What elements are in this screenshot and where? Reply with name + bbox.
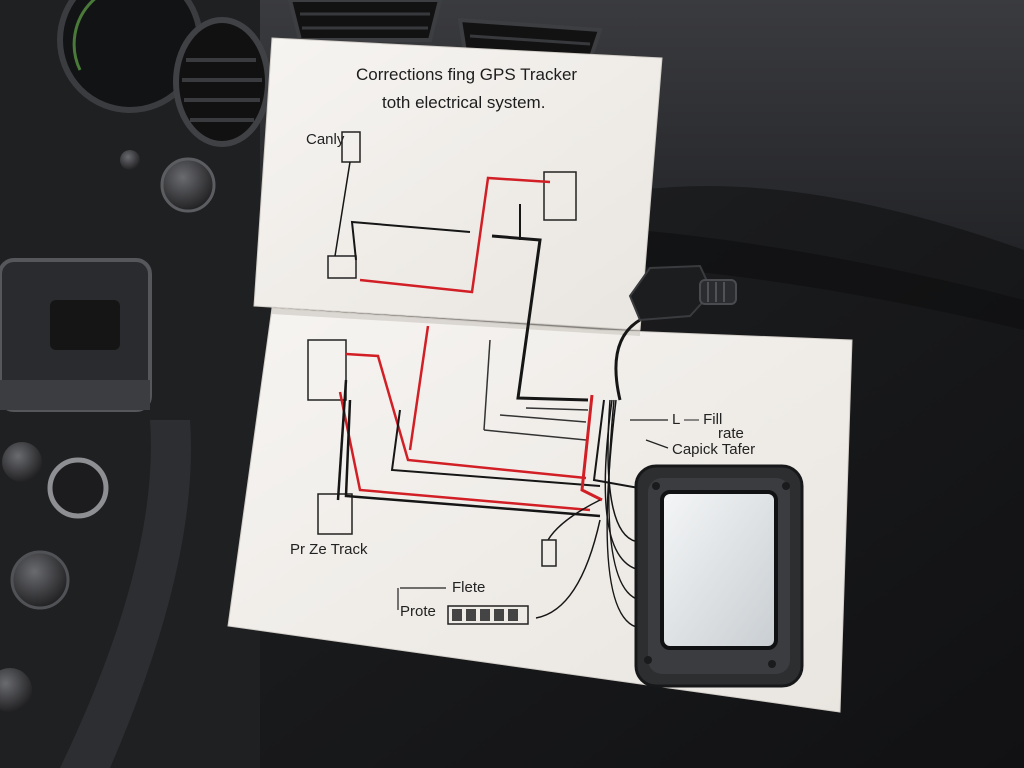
label-rate: rate (718, 425, 744, 442)
wire-bundle-black-1 (592, 399, 651, 491)
label-fill: L — Fill (672, 411, 722, 428)
inline-fuse (541, 539, 557, 567)
wire-to-connector (614, 318, 641, 401)
wire-to-prote (535, 519, 601, 619)
wire-black-lower-3 (390, 409, 601, 487)
air-vent-left (173, 17, 271, 147)
knob-lower-left (2, 442, 42, 482)
wire-bundle-red (580, 394, 603, 502)
module-bottom-left (317, 493, 353, 535)
obd-connector-plug (628, 264, 737, 322)
wire-bundle-black-3 (604, 399, 641, 571)
console-trim (0, 380, 150, 410)
label-flete: Flete (452, 579, 485, 596)
arrow-capick (645, 439, 669, 449)
wire-black-1 (334, 161, 351, 257)
fuse-block-top (341, 131, 361, 163)
label-capick-tafer: Capick Tafer (672, 441, 755, 458)
paper-fold-shadow (272, 308, 640, 336)
wire-red-lower-3 (338, 391, 591, 512)
tracker-screen (660, 490, 778, 650)
dash-bezel-edge (60, 420, 191, 768)
label-canly: Canly (306, 131, 345, 148)
gauge-arc (72, 0, 96, 71)
diagram-title-line-1: Corrections fing GPS Tracker (356, 65, 577, 84)
connector-upper (327, 255, 357, 279)
air-vent-top (287, 0, 443, 42)
knob-bottom (10, 550, 70, 610)
diagram-title-line-2: toth electrical system. (382, 93, 545, 112)
wire-gray-1 (483, 339, 491, 431)
wire-black-lower-1 (336, 379, 348, 501)
knob-small (120, 150, 140, 170)
relay-box-right (543, 171, 577, 221)
wire-red-lower-2 (408, 325, 430, 451)
wire-black-lower-2 (344, 399, 601, 518)
knob-bottom-2 (0, 668, 32, 712)
wire-to-small-part (547, 499, 601, 541)
terminal-strip (447, 605, 529, 625)
knob-lower-ring (47, 457, 109, 519)
wire-red-lower-1 (345, 352, 587, 480)
wire-black-3 (491, 234, 589, 402)
wire-gray-2 (483, 429, 587, 441)
wire-gray-3 (499, 414, 587, 423)
wire-bundle-black-4 (608, 399, 641, 601)
gps-tracker-device (634, 464, 804, 688)
label-prote: Prote (400, 603, 436, 620)
wire-red-upper (359, 176, 551, 294)
module-left (307, 339, 347, 401)
wire-gray-4 (525, 407, 589, 411)
label-pr-ze-track: Pr Ze Track (290, 541, 368, 558)
wire-black-2 (350, 220, 471, 261)
knob-upper (160, 157, 216, 213)
wire-bundle-black-5 (606, 399, 641, 629)
radio-button-panel (50, 300, 120, 350)
